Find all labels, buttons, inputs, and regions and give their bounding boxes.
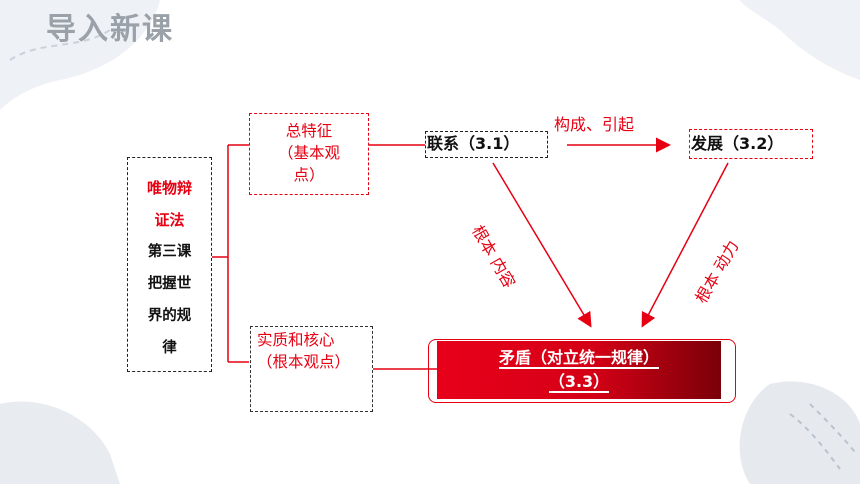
brace-connector [212,144,249,363]
left-box-line1: 唯物辩 [146,179,192,197]
feature-line3: 点） [293,166,325,184]
maodun-box: 矛盾（对立统一规律） （3.3） [437,341,721,399]
decor-bottom-right [739,381,860,484]
maodun-line1: 矛盾（对立统一规律） [498,348,659,369]
left-box-line3: 第三课 [147,244,192,260]
label-goucheng: 构成、引起 [554,115,635,134]
maodun-outer-frame [428,339,736,403]
lianxi-box: 联系（3.1） [425,131,548,158]
page-title: 导入新课 [46,12,174,47]
essence-line1: 实质和核心 [257,331,335,349]
left-box-line6: 律 [162,340,177,356]
feature-line2: （基本观 [277,144,340,162]
left-box-line5: 界的规 [147,308,192,324]
feature-box: 总特征 （基本观 点） [249,113,369,195]
decor-top-left [0,0,160,110]
left-box-line4: 把握世 [147,276,192,292]
maodun-line2: （3.3） [548,372,610,393]
decor-top-right [740,0,860,80]
feature-line1: 总特征 [285,122,333,140]
fazhan-box: 发展（3.2） [689,129,813,159]
fazhan-to-maodun-arrow [641,162,729,328]
left-box-line2: 证法 [154,211,185,229]
decor-bottom-left [0,401,120,484]
lianxi-to-maodun-arrow [492,162,592,328]
essence-box: 实质和核心 （根本观点） [250,326,373,412]
left-topic-box: 唯物辩 证法 第三课 把握世 界的规 律 [127,157,212,372]
essence-line2: （根本观点） [257,353,351,371]
